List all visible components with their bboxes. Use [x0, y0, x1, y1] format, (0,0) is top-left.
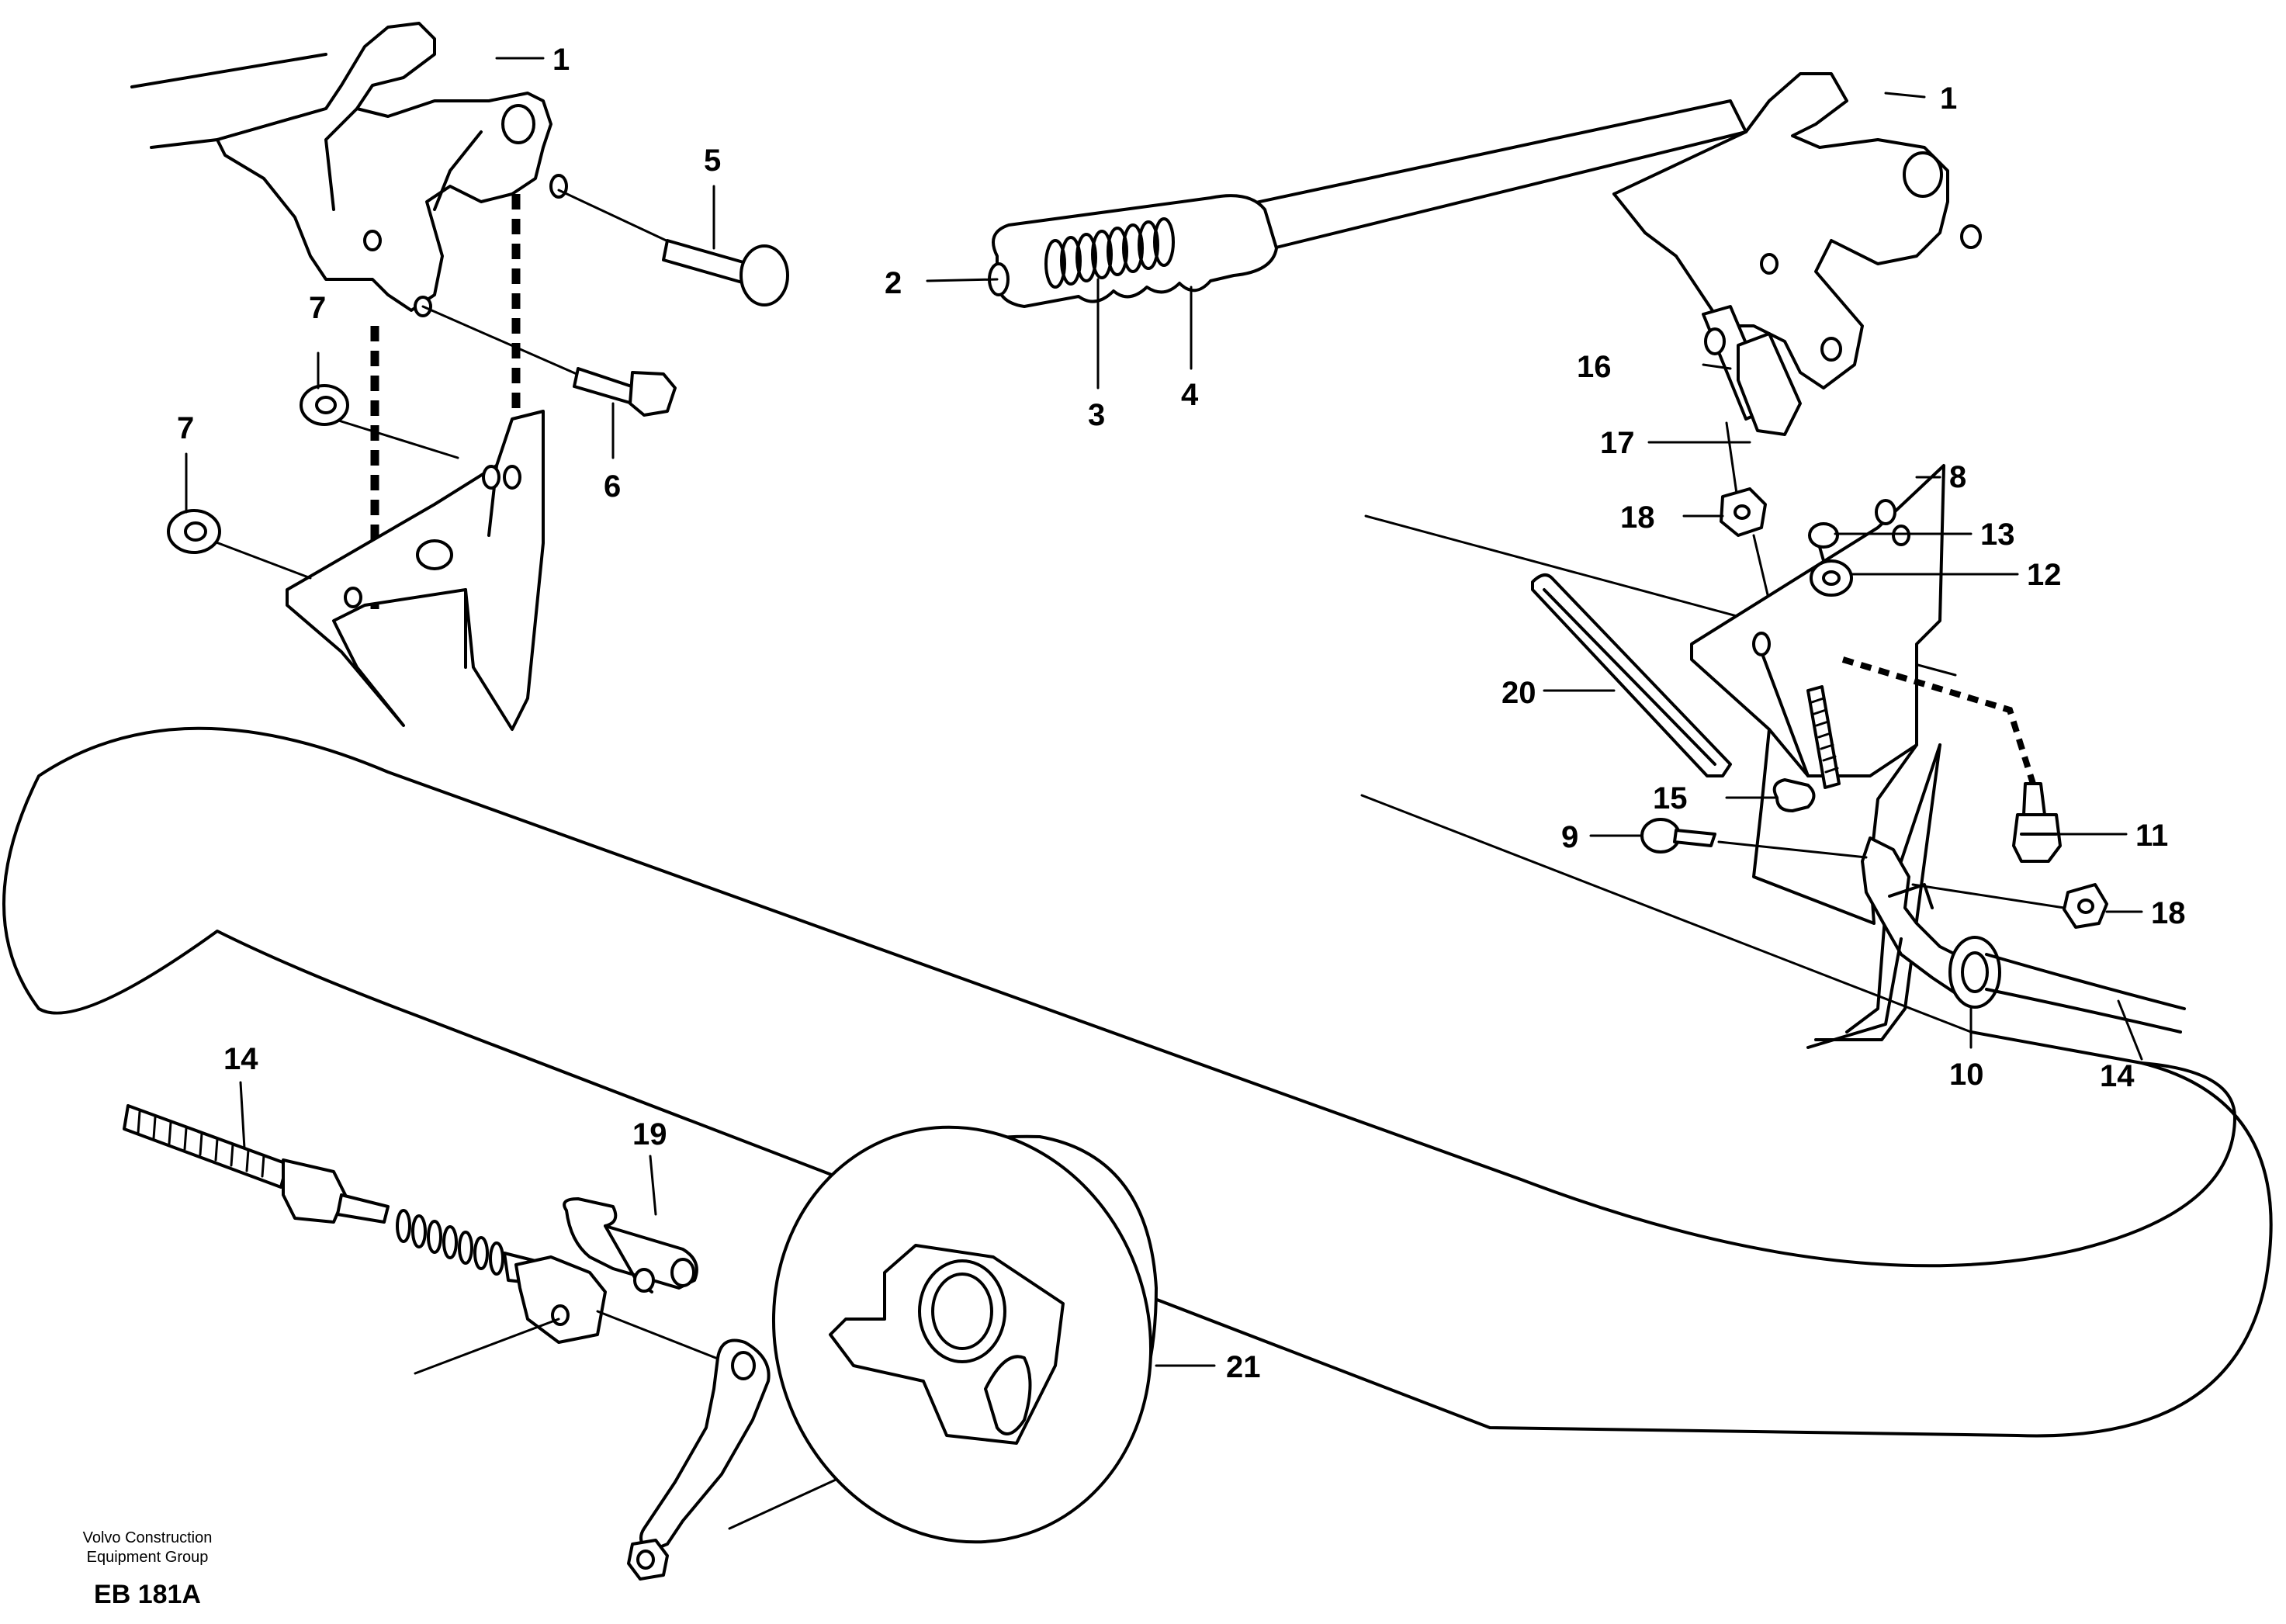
callout-7-upper: 7 [309, 291, 326, 325]
callout-8: 8 [1949, 460, 1966, 494]
brake-drum-21 [771, 1125, 1158, 1544]
company-line-2: Equipment Group [86, 1549, 209, 1566]
drawing-code: EB 181A [94, 1580, 201, 1609]
callout-1-left: 1 [552, 43, 570, 77]
return-spring [396, 1209, 504, 1276]
clip-15 [1772, 778, 1816, 812]
callout-labels: 1 1 2 3 4 5 6 7 7 8 9 10 11 12 13 14 14 … [177, 43, 2186, 1384]
leader-lines [185, 57, 2143, 1367]
nut-18-lower [2063, 883, 2108, 929]
cable-end-assembly [123, 1104, 1158, 1581]
company-line-1: Volvo Construction [82, 1529, 213, 1546]
switch-bracket-assembly [1360, 464, 2186, 1049]
callout-3: 3 [1088, 398, 1105, 432]
callout-1-right: 1 [1940, 81, 1957, 116]
lever-handle-grip [992, 194, 1278, 308]
callout-17: 17 [1600, 426, 1635, 460]
nut-18-upper [1720, 487, 1767, 537]
callout-6: 6 [604, 469, 621, 504]
switch-11 [2012, 782, 2062, 863]
clip-19 [563, 1197, 698, 1293]
washer-12 [1810, 559, 1853, 597]
company-name: Volvo Construction Equipment Group [47, 1529, 248, 1567]
callout-11: 11 [2135, 819, 2168, 853]
parking-brake-lever [988, 72, 1982, 801]
cover-boot-20 [1531, 573, 1732, 777]
callout-14-right: 14 [2100, 1059, 2135, 1093]
pivot-hole [501, 104, 535, 144]
spring-coils [1044, 217, 1175, 289]
callout-12: 12 [2027, 558, 2062, 592]
bolt-6 [573, 367, 677, 417]
callout-15: 15 [1653, 781, 1688, 815]
callout-9: 9 [1561, 820, 1578, 854]
bolt-5 [662, 239, 789, 306]
callout-16: 16 [1577, 350, 1612, 384]
callout-4: 4 [1181, 378, 1199, 412]
cable-routing-loop [2, 726, 2273, 1438]
callout-20: 20 [1501, 676, 1536, 710]
clevis-16 [1702, 305, 1802, 436]
mount-bracket [286, 410, 545, 731]
lever-bracket-left [216, 22, 552, 312]
nut-7-lower [167, 509, 221, 554]
callout-7-lower: 7 [177, 411, 194, 445]
callout-5: 5 [704, 144, 721, 178]
callout-18-lower: 18 [2151, 896, 2186, 930]
callout-13: 13 [1980, 518, 2015, 552]
nut-7-upper [300, 384, 349, 426]
callout-21: 21 [1226, 1350, 1261, 1384]
screw-9 [1640, 818, 1716, 854]
callout-18-upper: 18 [1620, 500, 1655, 535]
cable-clevis [514, 1255, 607, 1344]
callout-19: 19 [632, 1117, 667, 1151]
lever-mount-detail [130, 22, 789, 731]
callout-10: 10 [1949, 1058, 1984, 1092]
threaded-rod [1806, 685, 1841, 789]
callout-14-left: 14 [223, 1042, 258, 1076]
cable-14-right [1985, 953, 2186, 1010]
callout-2: 2 [885, 266, 902, 300]
brake-lever-arm [639, 1338, 771, 1553]
